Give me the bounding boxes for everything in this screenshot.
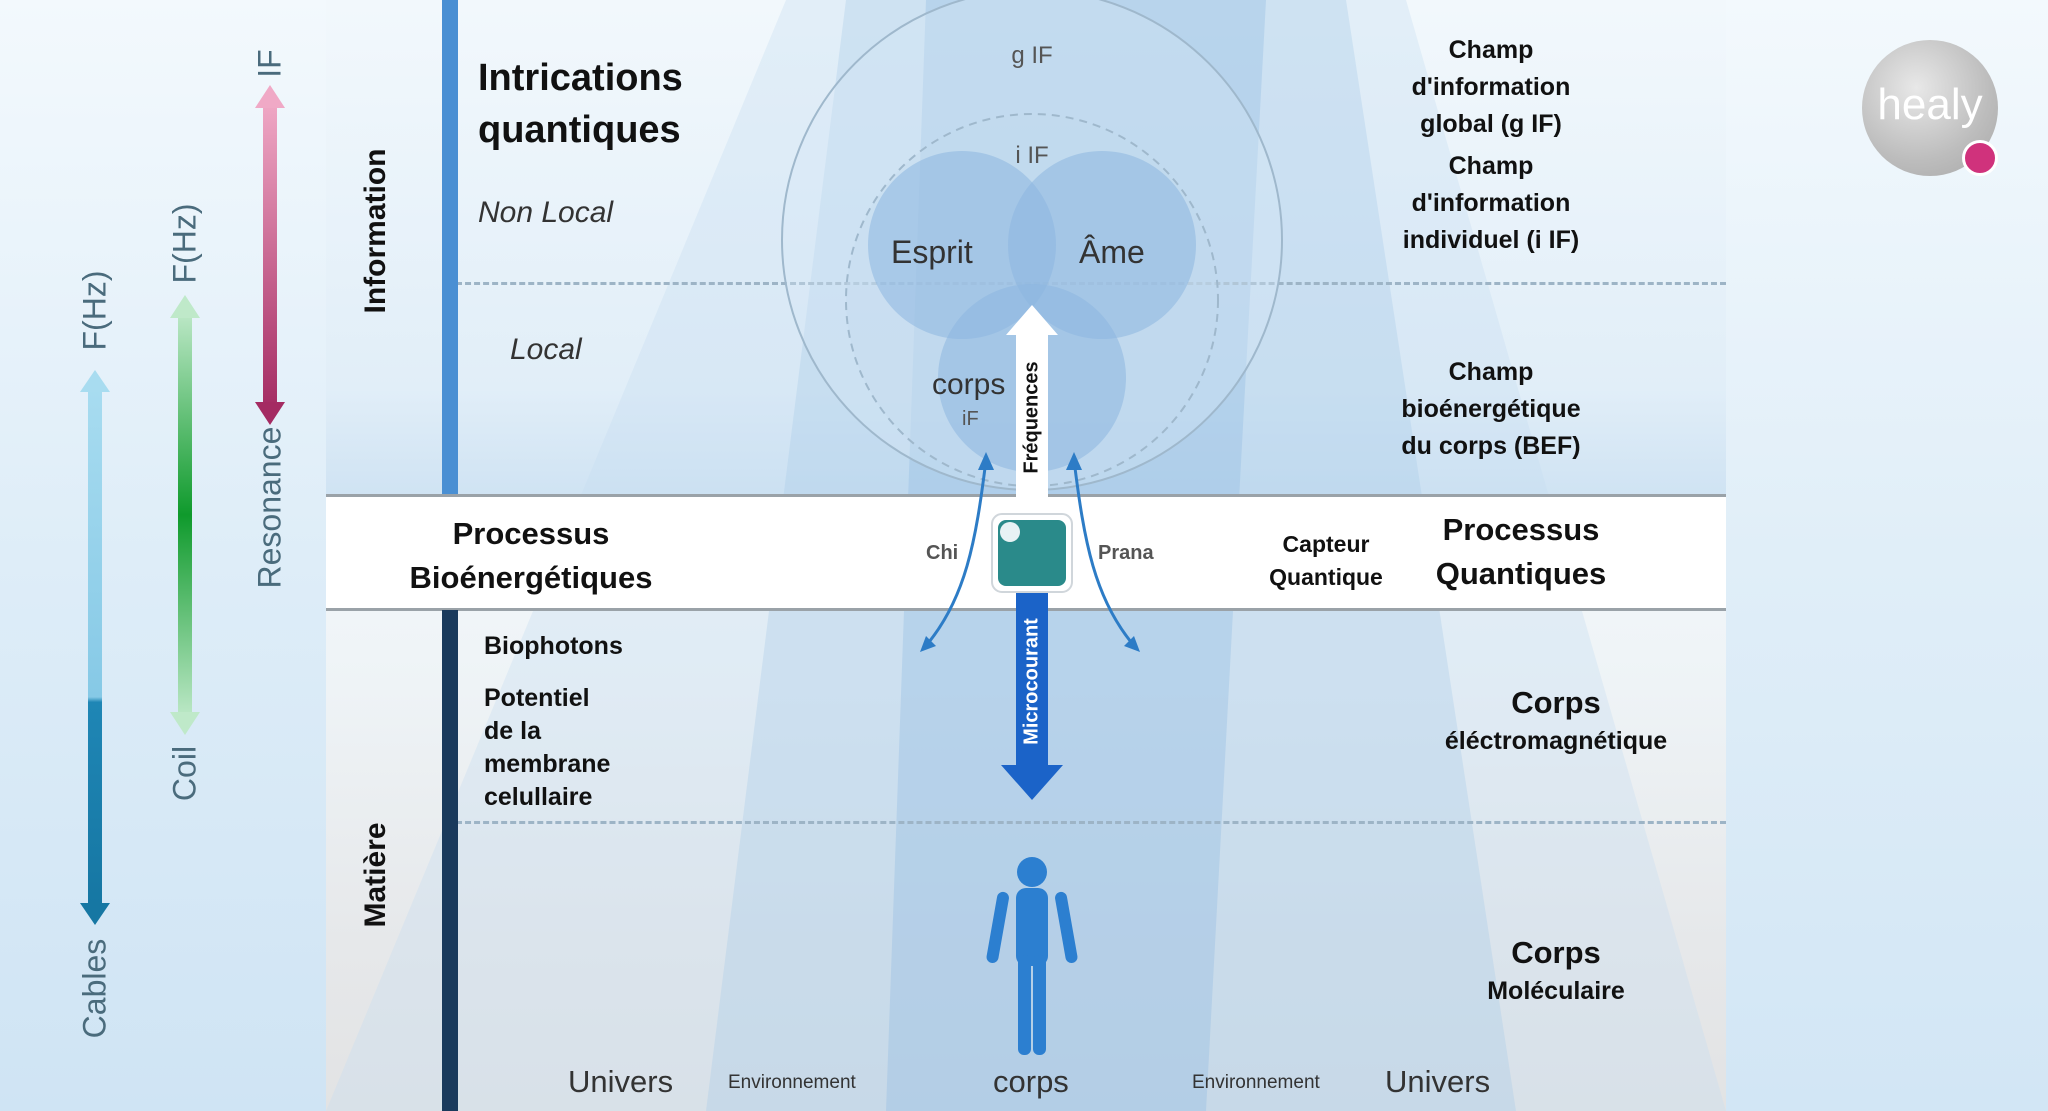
processus-bio-line-1: Processus <box>452 516 610 551</box>
chi-label: Chi <box>926 542 959 564</box>
corps-em-line-2: éléctromagnétique <box>1444 727 1668 755</box>
cables-arrow-up-head <box>80 370 110 392</box>
biophotons-label: Biophotons <box>484 632 623 660</box>
univers-right-label: Univers <box>1385 1064 1491 1099</box>
left-arrow-column: F(Hz) Cables F(Hz) Coil IF Resonance <box>0 0 326 1111</box>
i-if-field-label: Champ d'information individuel (i IF) <box>1366 148 1616 259</box>
processus-q-label: Processus Quantiques <box>1426 508 1616 596</box>
coil-arrow-shaft <box>178 310 192 720</box>
if-arrow-down-head <box>255 402 285 425</box>
prana-arrow-head-top <box>1066 452 1082 470</box>
prana-arrow-head-bottom <box>1124 636 1140 652</box>
capteur-label: Capteur Quantique <box>1256 528 1396 594</box>
prana-arrow <box>1072 459 1138 649</box>
corps-mol-label: Corps Moléculaire <box>1446 932 1666 1008</box>
processus-q-line-2: Quantiques <box>1435 556 1607 591</box>
g-if-label: g IF <box>1011 42 1053 69</box>
if-arrow-shaft <box>263 100 277 410</box>
cables-arrow-down-head <box>80 903 110 925</box>
bef-label: Champ bioénergétique du corps (BEF) <box>1356 354 1626 465</box>
frequences-arrow <box>1006 305 1058 512</box>
if-top-label: IF <box>251 49 288 78</box>
information-section-label: Information <box>359 148 392 314</box>
i-if-field-line-2: individuel (i IF) <box>1402 226 1580 254</box>
information-bar <box>442 0 458 494</box>
corps-em-label: Corps éléctromagnétique <box>1426 682 1686 758</box>
cables-top-label: F(Hz) <box>76 270 113 351</box>
healy-logo-dot <box>1962 140 1998 176</box>
if-arrow-up-head <box>255 85 285 108</box>
potentiel-line-4: celullaire <box>484 783 593 811</box>
local-label: Local <box>510 333 582 366</box>
matter-bar <box>442 610 458 1111</box>
ame-label: Âme <box>1079 234 1145 270</box>
bef-line-2: du corps (BEF) <box>1401 432 1581 460</box>
potentiel-line-2: de la <box>484 717 541 745</box>
corps-if-label-1: corps <box>932 368 1006 401</box>
microcourant-arrow <box>1001 580 1063 800</box>
coil-arrow-up-head <box>170 295 200 318</box>
environnement-right-label: Environnement <box>1192 1072 1320 1093</box>
capteur-line-2: Quantique <box>1269 564 1383 590</box>
potentiel-line-3: membrane <box>484 750 611 778</box>
chi-arrow-head-bottom <box>920 636 936 652</box>
human-figure <box>986 857 1078 1055</box>
non-local-label: Non Local <box>478 196 614 229</box>
potentiel-label: Potentiel de la membrane celullaire <box>484 682 610 814</box>
corps-mol-line-2: Moléculaire <box>1487 977 1625 1005</box>
corps-bottom-label: corps <box>993 1064 1069 1099</box>
matiere-section-label: Matière <box>359 822 392 928</box>
capteur-line-1: Capteur <box>1282 531 1370 557</box>
prana-label: Prana <box>1098 542 1154 564</box>
i-if-field-line-1: Champ d'information <box>1411 152 1571 217</box>
frequences-label: Fréquences <box>1020 361 1043 474</box>
left-arrows-graphic <box>80 85 285 925</box>
chi-arrow <box>922 459 988 649</box>
g-if-field-label: Champ d'information global (g IF) <box>1366 32 1616 143</box>
field-circles-graphic <box>781 0 1283 1055</box>
cables-bottom-label: Cables <box>76 938 113 1039</box>
corps-if-label-2: iF <box>962 408 979 430</box>
microcourant-label: Microcourant <box>1020 618 1043 745</box>
coil-arrow-down-head <box>170 712 200 735</box>
coil-bottom-label: Coil <box>166 745 203 802</box>
potentiel-line-1: Potentiel <box>484 684 590 712</box>
cables-arrow-shaft <box>88 385 102 905</box>
healy-logo-text: healy <box>1877 80 1983 129</box>
intrications-line-1: Intrications <box>478 57 683 99</box>
univers-left-label: Univers <box>568 1064 674 1099</box>
intrications-title: Intrications quantiques <box>478 52 683 156</box>
environnement-left-label: Environnement <box>728 1072 856 1093</box>
bef-line-1: Champ bioénergétique <box>1401 358 1581 423</box>
chi-arrow-head-top <box>978 452 994 470</box>
processus-bio-line-2: Bioénergétiques <box>409 560 653 595</box>
processus-q-line-1: Processus <box>1442 512 1600 547</box>
capteur-screen-dot <box>1000 522 1020 542</box>
diagram-panel: Information Matière Intrications quantiq… <box>326 0 1726 1111</box>
g-if-field-line-2: global (g IF) <box>1420 110 1562 138</box>
coil-top-label: F(Hz) <box>166 203 203 284</box>
i-if-label: i IF <box>1015 142 1049 169</box>
corps-em-line-1: Corps <box>1511 685 1601 720</box>
matter-divider-line <box>456 821 1726 824</box>
right-column <box>1726 0 2048 1111</box>
if-bottom-label: Resonance <box>251 426 288 589</box>
esprit-label: Esprit <box>891 234 973 270</box>
intrications-line-2: quantiques <box>478 109 681 151</box>
corps-mol-line-1: Corps <box>1511 935 1601 970</box>
processus-bio-label: Processus Bioénergétiques <box>366 512 696 600</box>
g-if-field-line-1: Champ d'information <box>1411 36 1571 101</box>
